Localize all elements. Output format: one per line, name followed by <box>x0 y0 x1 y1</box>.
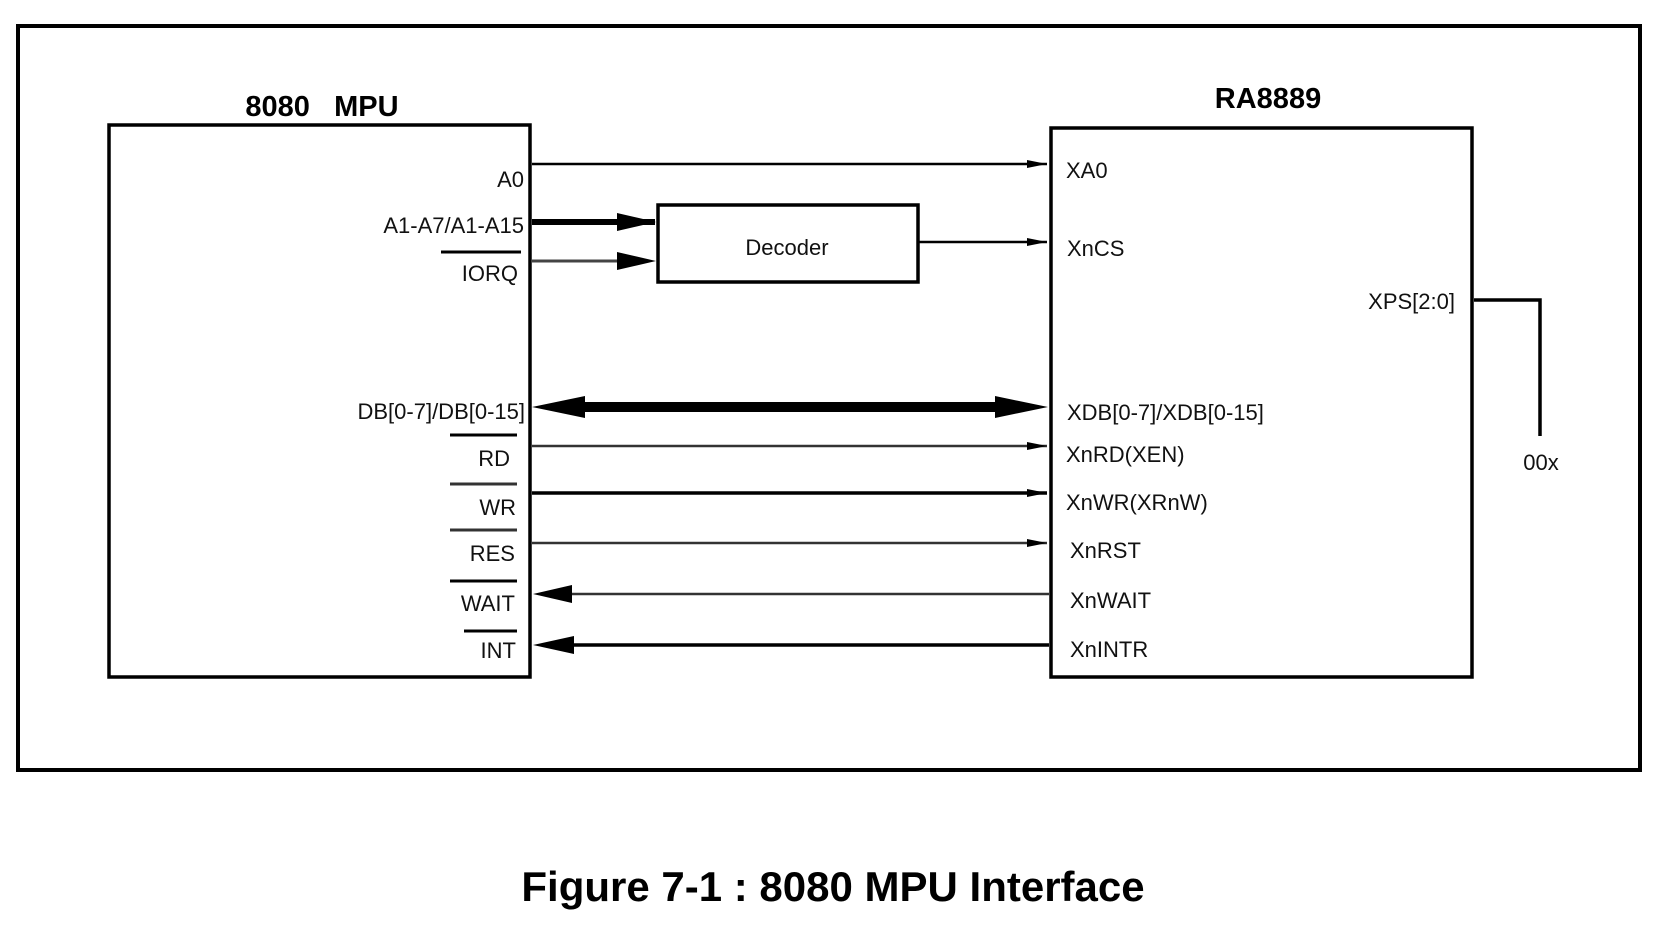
pin-label-xncs: XnCS <box>1067 236 1124 261</box>
pin-label-a0: A0 <box>497 167 524 192</box>
pin-label-wait: WAIT <box>461 591 515 616</box>
controller-title: RA8889 <box>1215 83 1321 115</box>
pin-label-addr: A1-A7/A1-A15 <box>383 213 524 238</box>
arrowhead-db-right <box>995 396 1048 418</box>
pin-label-xa0: XA0 <box>1066 158 1108 183</box>
pin-label-xdb: XDB[0-7]/XDB[0-15] <box>1067 400 1264 425</box>
decoder-block <box>656 203 920 284</box>
arrowhead-wait <box>533 585 572 603</box>
arrowhead-int <box>533 636 574 654</box>
mpu-block <box>107 123 532 679</box>
pin-label-xnintr: XnINTR <box>1070 637 1148 662</box>
pin-label-int: INT <box>481 638 516 663</box>
controller-block <box>1049 126 1474 679</box>
pin-label-xnwr: XnWR(XRnW) <box>1066 490 1208 515</box>
figure-caption: Figure 7-1 : 8080 MPU Interface <box>521 863 1144 910</box>
pin-label-db: DB[0-7]/DB[0-15] <box>357 399 525 424</box>
pin-label-xnwait: XnWAIT <box>1070 588 1151 613</box>
decoder-label: Decoder <box>745 235 828 260</box>
arrowhead-iorq <box>617 252 656 270</box>
pin-label-iorq: IORQ <box>462 261 518 286</box>
mpu-title: 8080 MPU <box>245 91 398 123</box>
wire-xps-strap <box>1474 298 1542 436</box>
pin-label-xps: XPS[2:0] <box>1368 289 1455 314</box>
xps-strap-value: 00x <box>1523 450 1558 475</box>
pin-label-xnrst: XnRST <box>1070 538 1141 563</box>
pin-label-res: RES <box>470 541 515 566</box>
pin-label-rd: RD <box>478 446 510 471</box>
pin-label-xnrd: XnRD(XEN) <box>1066 442 1185 467</box>
pin-label-wr: WR <box>479 495 516 520</box>
outer-frame <box>16 24 1642 772</box>
arrowhead-db-left <box>532 396 585 418</box>
arrowhead-addr <box>617 213 656 231</box>
